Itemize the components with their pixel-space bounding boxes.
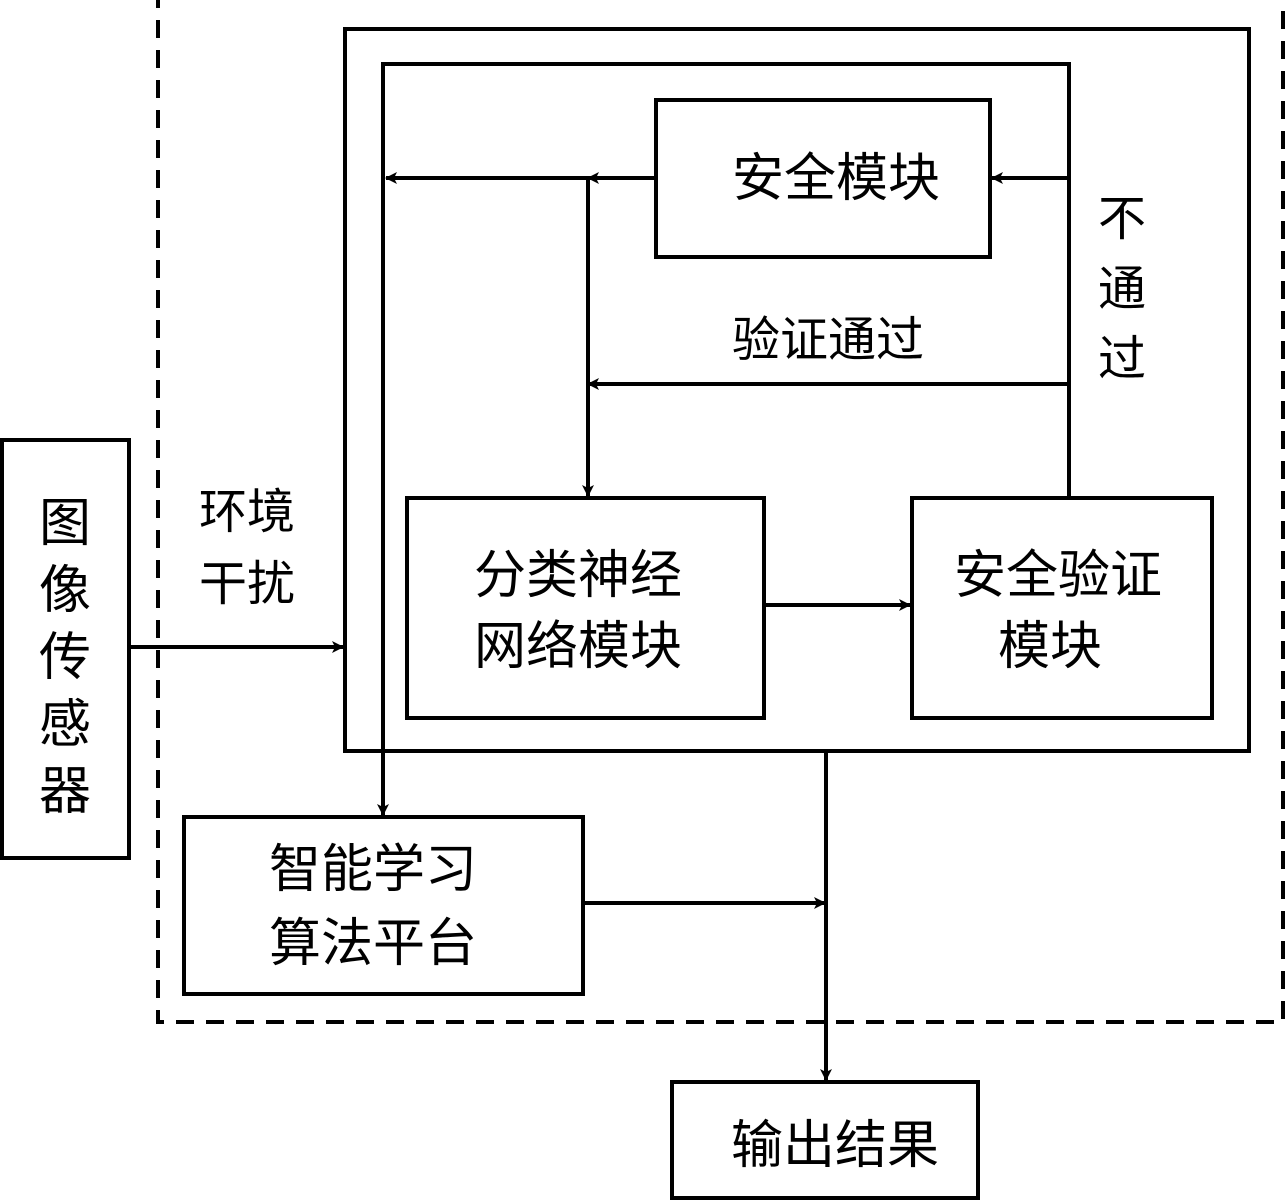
security-verification-label-1: 安全验证 — [954, 546, 1162, 606]
image-sensor-label-1: 图 — [39, 494, 91, 554]
environment-interference-label-1: 环境 — [199, 484, 295, 540]
image-sensor-label-4: 感 — [39, 695, 91, 755]
classification-nn-label-1: 分类神经 — [474, 546, 682, 606]
learning-platform-label-1: 智能学习 — [269, 840, 477, 900]
not-passed-label-3: 过 — [1098, 331, 1146, 387]
classification-nn-label-2: 网络模块 — [474, 617, 682, 677]
edge-inner-loop-frame — [377, 62, 1071, 816]
image-sensor-label-2: 像 — [39, 561, 91, 621]
verification-passed-label: 验证通过 — [732, 312, 924, 368]
security-module-label: 安全模块 — [732, 149, 940, 209]
learning-platform-box — [182, 815, 585, 996]
processing-system-frame — [343, 27, 1251, 753]
classification-nn-box — [405, 496, 766, 720]
not-passed-label-1: 不 — [1098, 191, 1146, 247]
security-verification-label-2: 模块 — [998, 617, 1102, 677]
environment-interference-label-2: 干扰 — [199, 556, 295, 612]
output-result-box — [670, 1080, 980, 1200]
image-sensor-label-5: 器 — [39, 762, 91, 822]
learning-platform-label-2: 算法平台 — [269, 914, 477, 974]
not-passed-label-2: 通 — [1098, 261, 1146, 317]
security-verification-box — [910, 496, 1214, 720]
image-sensor-label-3: 传 — [39, 628, 91, 688]
output-result-label: 输出结果 — [731, 1116, 939, 1176]
image-sensor-box — [0, 438, 131, 860]
system-boundary — [156, 0, 1285, 1024]
security-module-box — [654, 98, 992, 259]
